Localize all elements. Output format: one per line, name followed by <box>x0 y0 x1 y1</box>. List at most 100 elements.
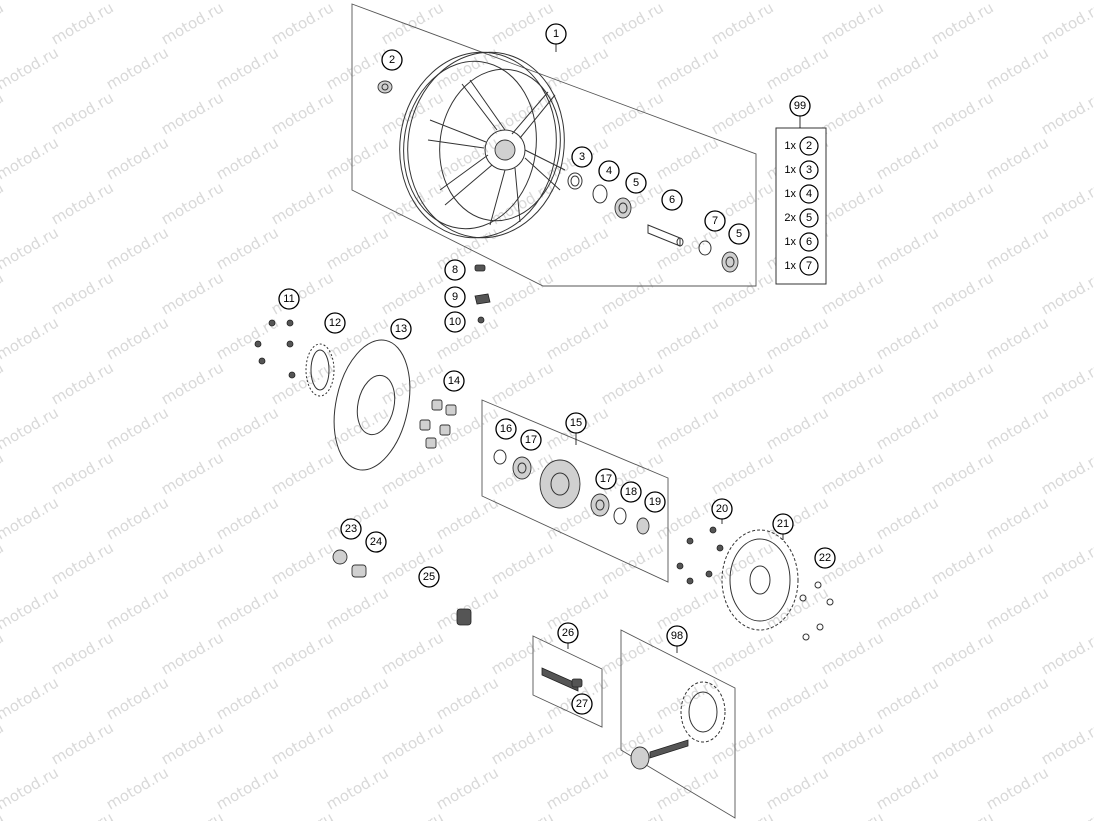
part-12-ring <box>305 343 335 397</box>
part-24-spacer <box>351 564 367 578</box>
watermark-text: motod.ru <box>378 268 447 318</box>
watermark-text: motod.ru <box>0 0 7 48</box>
watermark-text: motod.ru <box>378 628 447 678</box>
callout-15: 15 <box>565 412 587 434</box>
callout-9: 9 <box>444 286 466 308</box>
part-16-seal <box>493 449 507 465</box>
callout-label: 12 <box>329 317 341 329</box>
watermark-text: motod.ru <box>213 673 282 723</box>
watermark-text: motod.ru <box>488 358 557 408</box>
watermark-text: motod.ru <box>268 538 337 588</box>
watermark-text: motod.ru <box>158 448 227 498</box>
callout-label: 10 <box>449 316 461 328</box>
watermark-text: motod.ru <box>928 628 997 678</box>
watermark-text: motod.ru <box>653 43 722 93</box>
watermark-text: motod.ru <box>48 358 117 408</box>
watermark-text: motod.ru <box>213 43 282 93</box>
kit-row-ref: 3 <box>806 164 812 176</box>
watermark-text: motod.ru <box>873 133 942 183</box>
watermark-text: motod.ru <box>598 268 667 318</box>
watermark-text: motod.ru <box>268 718 337 768</box>
callout-label: 19 <box>649 496 661 508</box>
watermark-text: motod.ru <box>378 88 447 138</box>
watermark-text: motod.ru <box>598 808 667 821</box>
watermark-text: motod.ru <box>818 88 887 138</box>
watermark-text: motod.ru <box>48 268 117 318</box>
watermark-text: motod.ru <box>873 403 942 453</box>
callout-label: 26 <box>562 627 574 639</box>
watermark-text: motod.ru <box>0 763 62 813</box>
watermark-text: motod.ru <box>983 403 1052 453</box>
watermark-text: motod.ru <box>268 628 337 678</box>
watermark-text: motod.ru <box>1038 448 1094 498</box>
watermark-text: motod.ru <box>708 88 777 138</box>
callout-20: 20 <box>711 498 784 540</box>
watermark-text: motod.ru <box>0 133 62 183</box>
watermark-text: motod.ru <box>543 313 612 363</box>
watermark-text: motod.ru <box>323 223 392 273</box>
watermark-text: motod.ru <box>433 763 502 813</box>
watermark-text: motod.ru <box>763 763 832 813</box>
watermark-text: motod.ru <box>983 223 1052 273</box>
watermark-text: motod.ru <box>323 583 392 633</box>
watermark-text: motod.ru <box>763 403 832 453</box>
callout-3: 3 <box>571 146 593 168</box>
watermark-text: motod.ru <box>268 268 337 318</box>
callout-label: 24 <box>370 536 382 548</box>
callout-label: 25 <box>423 571 435 583</box>
watermark-text: motod.ru <box>708 718 777 768</box>
part-13-brake-disc <box>333 339 411 471</box>
watermark-text: motod.ru <box>0 223 62 273</box>
watermark-text: motod.ru <box>653 0 722 3</box>
part-9-clamp <box>474 293 491 305</box>
kit-row-qty: 1x <box>784 260 796 272</box>
callout-label: 98 <box>671 630 683 642</box>
watermark-text: motod.ru <box>323 0 392 3</box>
callout-label: 11 <box>283 293 294 305</box>
watermark-text: motod.ru <box>48 448 117 498</box>
watermark-text: motod.ru <box>48 0 117 48</box>
watermark-text: motod.ru <box>0 583 62 633</box>
watermark-text: motod.ru <box>928 448 997 498</box>
watermark-text: motod.ru <box>928 718 997 768</box>
watermark-text: motod.ru <box>818 718 887 768</box>
kit-row-qty: 1x <box>784 164 796 176</box>
watermark-text: motod.ru <box>928 808 997 821</box>
watermark-text: motod.ru <box>763 0 832 3</box>
callout-14: 14 <box>443 370 465 392</box>
watermark-text: motod.ru <box>268 448 337 498</box>
watermark-text: motod.ru <box>983 673 1052 723</box>
part-26-chain <box>541 667 579 692</box>
kit-row-ref: 4 <box>806 188 812 200</box>
watermark-text: motod.ru <box>433 583 502 633</box>
watermark-text: motod.ru <box>763 493 832 543</box>
watermark-text: motod.ru <box>818 808 887 821</box>
watermark-text: motod.ru <box>213 493 282 543</box>
watermark-text: motod.ru <box>103 133 172 183</box>
watermark-text: motod.ru <box>1038 268 1094 318</box>
callout-label: 22 <box>819 552 831 564</box>
watermark-text: motod.ru <box>653 313 722 363</box>
watermark-text: motod.ru <box>433 313 502 363</box>
watermark-text: motod.ru <box>818 358 887 408</box>
watermark-text: motod.ru <box>0 673 62 723</box>
watermark-text: motod.ru <box>378 178 447 228</box>
watermark-text: motod.ru <box>873 313 942 363</box>
watermark-text: motod.ru <box>0 358 7 408</box>
watermark-text: motod.ru <box>708 358 777 408</box>
watermark-text: motod.ru <box>983 313 1052 363</box>
watermark-text: motod.ru <box>433 493 502 543</box>
watermark-text: motod.ru <box>873 583 942 633</box>
watermark-text: motod.ru <box>158 268 227 318</box>
watermark-text: motod.ru <box>0 313 62 363</box>
watermark-text: motod.ru <box>818 178 887 228</box>
chain-group-outline <box>532 635 603 728</box>
watermark-text: motod.ru <box>268 0 337 48</box>
part-22-bolts <box>799 581 834 641</box>
